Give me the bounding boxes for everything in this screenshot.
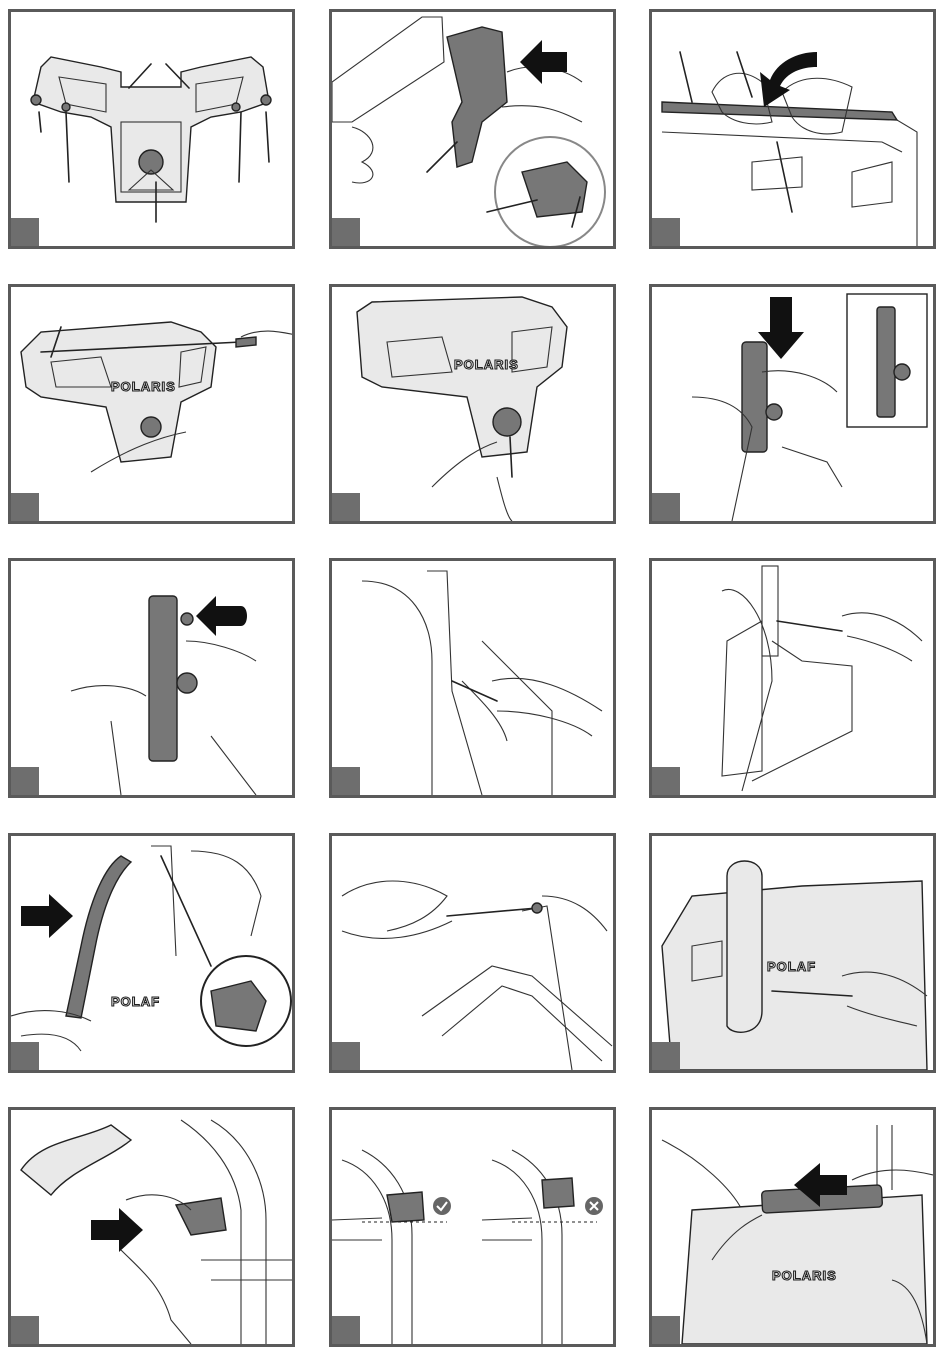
bracket-install-illustration [332,12,613,246]
step-panel-6 [649,284,936,524]
step-number-badge [332,767,360,795]
step-number-badge [652,218,680,246]
cap-part-graphic [21,1125,131,1195]
step-panel-15: POLARIS [649,1107,936,1347]
step-number-badge [652,767,680,795]
upright-post-illustration [652,287,933,521]
post-screw-illustration [332,561,613,795]
polaris-logo-text-3: POLARIS [772,1268,837,1283]
step-number-badge [652,1316,680,1344]
side-screw-illustration [652,561,933,795]
cap-position-check-illustration [332,1110,613,1344]
step-panel-11 [329,833,616,1073]
step-number-badge [652,493,680,521]
check-icon [433,1197,451,1215]
step-number-badge [332,493,360,521]
rotate-arrow-icon [196,596,247,636]
step-panel-9 [649,558,936,798]
post-rotate-illustration [11,561,292,795]
polaris-logo-text: POLARIS [111,379,176,394]
bar-bumper-screw-illustration: POLAF [652,836,933,1070]
crossbar-install-illustration: POLARIS [652,1110,933,1344]
trim-removal-illustration [652,12,933,246]
step-panel-10: POLAF [8,833,295,1073]
step-panel-1 [8,9,295,249]
step-number-badge [11,1042,39,1070]
step-panel-12: POLAF [649,833,936,1073]
step-panel-5: POLARIS [329,284,616,524]
step-number-badge [332,1316,360,1344]
arrow-right-icon [21,894,73,938]
step-number-badge [652,1042,680,1070]
curved-arrow-icon [760,52,817,107]
arrow-left-icon [520,40,567,84]
bar-install-illustration: POLAF [11,836,292,1070]
step-number-badge [11,218,39,246]
polaris-logo-partial: POLAF [111,994,160,1009]
arrow-right-icon-2 [91,1208,143,1252]
polaris-logo-partial-2: POLAF [767,959,816,974]
step-panel-2 [329,9,616,249]
step-number-badge [332,1042,360,1070]
polaris-logo-text-2: POLARIS [454,357,519,372]
step-panel-7 [8,558,295,798]
step-panel-4: POLARIS [8,284,295,524]
bumper-tie-illustration: POLARIS [11,287,292,521]
step-panel-14 [329,1107,616,1347]
step-number-badge [11,767,39,795]
step-panel-3 [649,9,936,249]
step-panel-8 [329,558,616,798]
step-number-badge [11,1316,39,1344]
bumper-screwdriver-illustration: POLARIS [332,287,613,521]
step-panel-13 [8,1107,295,1347]
step-number-badge [11,493,39,521]
step-number-badge [332,218,360,246]
bumper-front-view-illustration [11,12,292,246]
cap-install-illustration [11,1110,292,1344]
bar-screw-illustration [332,836,613,1070]
